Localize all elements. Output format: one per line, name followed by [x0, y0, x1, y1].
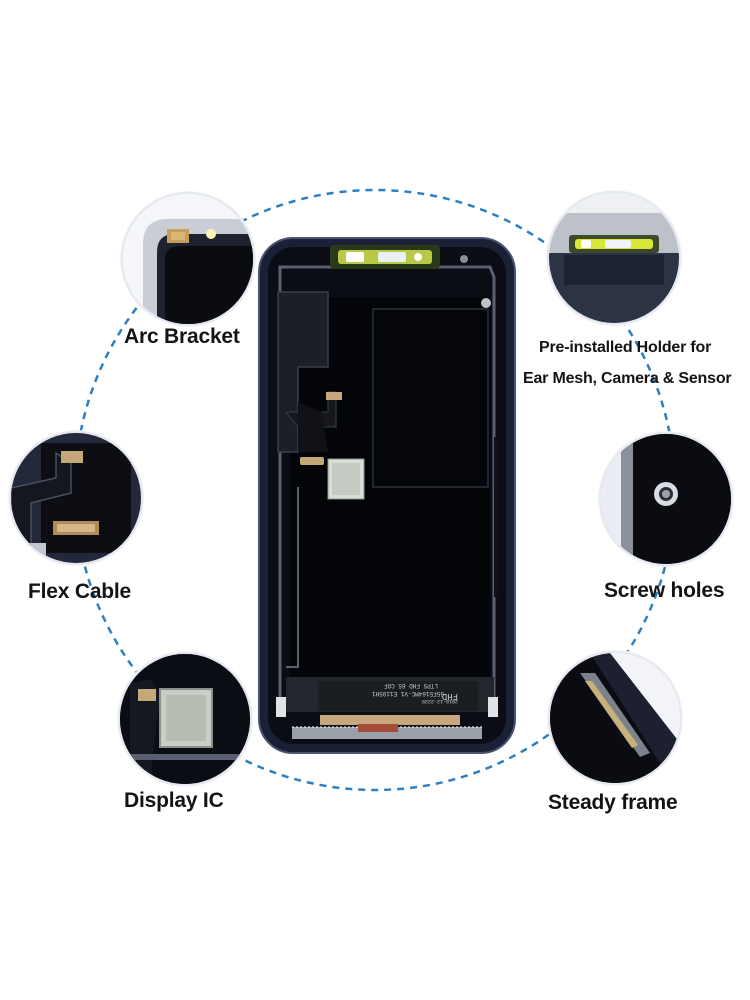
panel-print-line4: 2018-12-2220 [422, 698, 458, 704]
screw-holes-label: Screw holes [604, 579, 725, 602]
screen-assembly-back: FHD LTPS FHD 6S COF 65F5164MC-V1 E110SH1… [258, 237, 516, 754]
panel-print-line2: LTPS FHD 6S COF [384, 682, 438, 689]
display-ic-label: Display IC [124, 789, 224, 812]
panel-print-line1: FHD [442, 691, 458, 701]
display-ic-closeup-icon [118, 652, 252, 786]
arc-bracket-closeup-icon [121, 192, 255, 326]
steady-frame-label: Steady frame [548, 791, 678, 814]
flex-cable-label: Flex Cable [28, 580, 132, 603]
screw-hole-closeup-icon [599, 432, 733, 566]
flex-cable-closeup-icon [9, 431, 143, 565]
holder-label-line2: Ear Mesh, Camera & Sensor [523, 370, 732, 387]
panel-print-line3: 65F5164MC-V1 E110SH1 [372, 690, 444, 697]
holder-label-line1: Pre-installed Holder for [539, 339, 712, 356]
frame-closeup-icon [548, 651, 682, 785]
holder-closeup-icon [547, 191, 681, 325]
arc-bracket-label: Arc Bracket [124, 325, 240, 348]
